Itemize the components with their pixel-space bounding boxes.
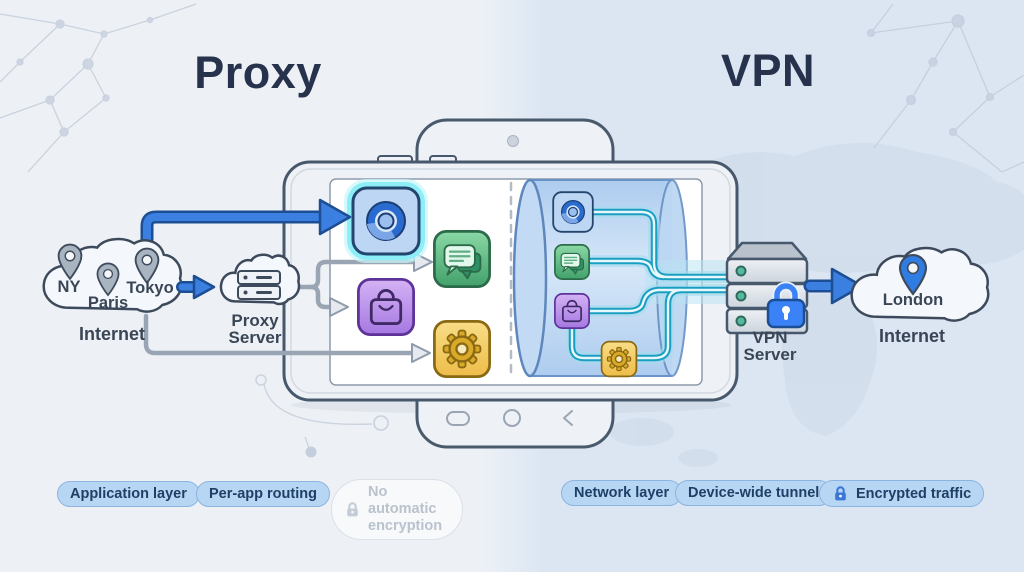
phone-camera-dot [507, 135, 519, 147]
pin-label-london: London [882, 291, 944, 309]
vpn-server [725, 241, 809, 335]
blue-arrow-to-browser [140, 198, 352, 259]
gray-arrowhead [411, 343, 431, 363]
badge-device-wide-tunnel: Device-wide tunnel [675, 480, 833, 506]
internet-label-right: Internet [878, 326, 946, 346]
gear-icon [433, 320, 491, 378]
proxy-server-icon [237, 270, 281, 300]
phone-nav-bar [446, 409, 573, 427]
blue-arrow-to-internet [803, 267, 864, 305]
blue-arrow-to-proxy [176, 274, 216, 300]
badge-network-layer: Network layer [561, 480, 683, 506]
internet-label-left: Internet [78, 324, 146, 344]
proxy-server-label: Proxy Server [228, 311, 282, 347]
badge-per-app-routing: Per-app routing [196, 481, 330, 507]
constellation-top-left [0, 3, 197, 173]
gear-icon [600, 340, 638, 378]
badge-application-layer: Application layer [57, 481, 200, 507]
pin-label-tokyo: Tokyo [126, 279, 174, 297]
browser-glow [344, 179, 428, 263]
pin-label-paris: Paris [87, 294, 129, 312]
constellation-right [866, 3, 1024, 173]
proxy-routes [143, 252, 433, 363]
pin-label-ny: NY [57, 278, 81, 296]
shopping-bag-icon [357, 278, 415, 336]
proxy-title: Proxy [194, 47, 322, 98]
vpn-title: VPN [720, 45, 816, 96]
proxy-server-cloud [220, 254, 300, 305]
gray-arrowhead [329, 297, 349, 317]
tunnel-pipes [566, 206, 737, 364]
lock-icon [835, 486, 846, 501]
lock-icon [347, 502, 358, 517]
lock-icon [766, 281, 806, 329]
nav-back-icon [563, 410, 573, 426]
server-led [735, 315, 747, 327]
vpn-server-label: VPN Server [743, 328, 797, 364]
browser-icon [552, 191, 594, 233]
nav-recents-icon [446, 411, 470, 426]
nav-home-icon [503, 409, 521, 427]
chat-icon [433, 230, 491, 288]
chat-icon [554, 244, 590, 280]
badge-encrypted-traffic: Encrypted traffic [819, 480, 985, 507]
browser-icon [351, 186, 421, 256]
server-led [735, 265, 747, 277]
home-screen-app-icons [344, 179, 491, 378]
shopping-bag-icon [554, 293, 590, 329]
constellation-bottom-left [255, 374, 389, 458]
server-led [735, 290, 747, 302]
badge-no-automatic-encryption: No automatic encryption [331, 479, 463, 540]
